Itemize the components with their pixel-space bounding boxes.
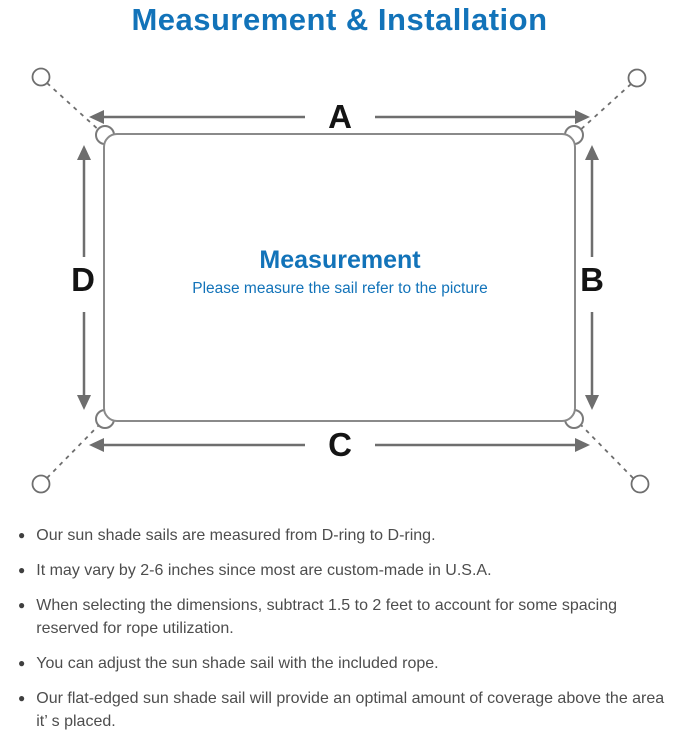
list-item: ● When selecting the dimensions, subtrac… [18, 594, 665, 640]
bullet-icon: ● [18, 563, 26, 577]
bullet-icon: ● [18, 691, 26, 705]
bullet-icon: ● [18, 598, 26, 612]
note-text: Our flat-edged sun shade sail will provi… [36, 690, 665, 730]
anchor-ring-top-right [627, 68, 647, 88]
list-item: ● It may vary by 2-6 inches since most a… [18, 559, 665, 582]
notes-list: ● Our sun shade sails are measured from … [18, 524, 665, 745]
list-item: ● Our flat-edged sun shade sail will pro… [18, 687, 665, 733]
note-text: Our sun shade sails are measured from D-… [36, 527, 436, 544]
guy-line-top-left [46, 82, 102, 133]
dimension-arrow-b [585, 145, 599, 410]
bullet-icon: ● [18, 528, 26, 542]
note-text: You can adjust the sun shade sail with t… [36, 655, 439, 672]
note-text: When selecting the dimensions, subtract … [36, 597, 618, 637]
diagram-center-title: Measurement [259, 246, 421, 274]
anchor-ring-bottom-right [630, 474, 650, 494]
guy-line-bottom-left [46, 422, 102, 479]
dimension-label-b: B [580, 261, 604, 298]
anchor-ring-bottom-left [31, 474, 51, 494]
dimension-label-d: D [71, 261, 95, 298]
dimension-label-c: C [328, 426, 352, 463]
bullet-icon: ● [18, 656, 26, 670]
page-title: Measurement & Installation [131, 2, 548, 37]
dimension-arrow-d [77, 145, 91, 410]
dimension-arrow-a [89, 110, 590, 124]
list-item: ● Our sun shade sails are measured from … [18, 524, 665, 547]
measurement-diagram: A B C D Measurement Please measure the s… [31, 67, 650, 494]
dimension-arrow-c [89, 438, 590, 452]
diagram-center-subtitle: Please measure the sail refer to the pic… [192, 280, 488, 297]
guy-line-top-right [577, 83, 632, 133]
list-item: ● You can adjust the sun shade sail with… [18, 652, 665, 675]
sail-outline [103, 133, 576, 422]
anchor-ring-top-left [31, 67, 51, 87]
guy-line-bottom-right [578, 422, 634, 479]
dimension-label-a: A [328, 98, 352, 135]
note-text: It may vary by 2-6 inches since most are… [36, 562, 492, 579]
